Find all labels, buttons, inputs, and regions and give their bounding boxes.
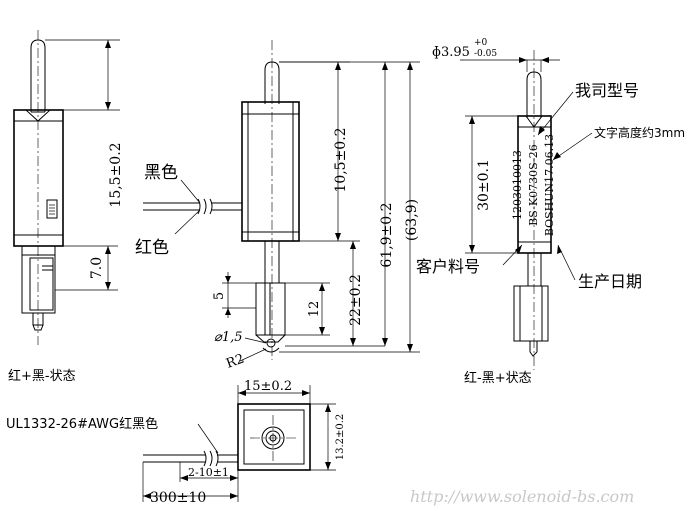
marking-line1: 1203010013 [511, 150, 524, 220]
middle-dim-dia: ⌀1,5 [214, 330, 243, 345]
left-view: 15,5±0.2 7.0 红+黑-状态 [8, 30, 124, 384]
right-dim-dia: ɸ3.95 [432, 45, 470, 60]
label-text-height: 文字高度约3mm [594, 125, 685, 140]
middle-view: 5 12 10,5±0.2 22±0.2 61,9±0.2 (63,9) [135, 40, 420, 372]
label-production-date: 生产日期 [578, 272, 642, 291]
marking-line3: BOSHUN17.06.13 [543, 134, 556, 236]
watermark: http://www.solenoid-bs.com [410, 487, 634, 506]
middle-dim-lower: 22±0.2 [348, 274, 364, 326]
middle-dim-bracket: 12 [307, 301, 322, 318]
right-dim-dia-tol-lower: -0.05 [474, 49, 497, 59]
middle-dim-body: 10,5±0.2 [333, 127, 349, 192]
left-dim-plunger: 7.0 [89, 257, 105, 279]
left-dim-total: 15,5±0.2 [108, 142, 124, 207]
label-model: 我司型号 [575, 81, 639, 100]
right-state-label: 红-黑+状态 [464, 370, 532, 386]
marking-line2: BS-K0730S-26 [527, 144, 540, 226]
bottom-dim-wire-length: 300±10 [150, 490, 206, 506]
middle-dim-slot: 5 [212, 292, 227, 300]
wire-red-label: 红色 [135, 238, 169, 258]
middle-dim-ref: (63,9) [404, 199, 420, 241]
right-dim-length: 30±0.1 [476, 159, 492, 211]
bottom-dim-width: 15±0.2 [244, 379, 292, 394]
right-dim-dia-tol-upper: +0 [474, 38, 488, 48]
bottom-view: 15±0.2 13.2±0.2 2-10±1 300±10 UL1332-26#… [6, 379, 346, 506]
right-view: ɸ3.95 +0 -0.05 30±0.1 1203010013 BS-K073… [416, 38, 685, 386]
wire-spec-label: UL1332-26#AWG红黑色 [6, 416, 158, 432]
wire-black-label: 黑色 [144, 163, 178, 183]
left-state-label: 红+黑-状态 [8, 368, 76, 384]
middle-dim-total: 61,9±0.2 [379, 202, 395, 267]
bottom-dim-strip: 2-10±1 [188, 466, 229, 479]
bottom-dim-height: 13.2±0.2 [335, 414, 346, 461]
middle-dim-radius: R2 [224, 351, 246, 371]
label-customer-part: 客户料号 [416, 257, 480, 276]
